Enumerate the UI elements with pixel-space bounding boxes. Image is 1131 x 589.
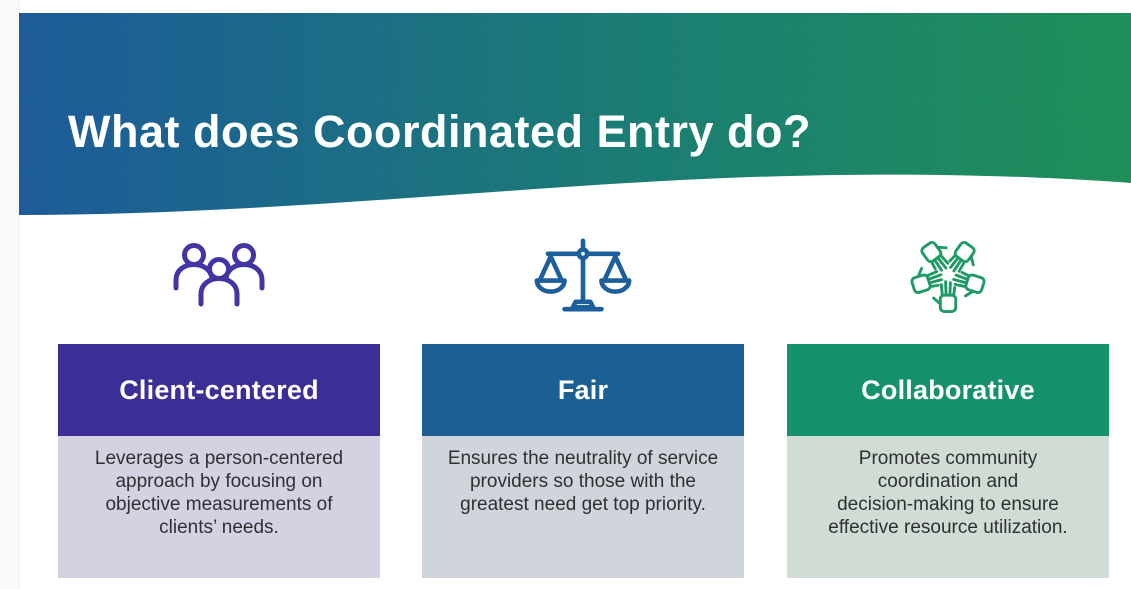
header-banner [19, 13, 1131, 215]
description-line: Ensures the neutrality of service [447, 448, 719, 469]
card-collaborative: Collaborative Promotes community coordin… [787, 344, 1109, 578]
description-line: Promotes community [858, 448, 1038, 469]
description-line: approach by focusing on [115, 471, 323, 492]
description-line: providers so those with the [469, 471, 696, 492]
banner-wave-shape [19, 13, 1131, 215]
description-line: Leverages a person-centered [94, 448, 344, 469]
icon-fair [422, 233, 744, 317]
page-title: What does Coordinated Entry do? [68, 106, 811, 158]
description-line: coordination and [877, 471, 1019, 492]
people-group-icon [173, 243, 265, 307]
description-line: greatest need get top priority. [460, 494, 706, 515]
description-line: decision-making to ensure [837, 494, 1059, 515]
description-line: objective measurements of [105, 494, 333, 515]
icon-client-centered [58, 233, 380, 317]
card-description: Promotes community coordination and deci… [787, 436, 1109, 578]
card-description: Ensures the neutrality of service provid… [422, 436, 744, 578]
collaboration-hands-icon [910, 241, 986, 313]
card-description: Leverages a person-centered approach by … [58, 436, 380, 578]
description-line: effective resource utilization. [828, 517, 1068, 538]
card-fair: Fair Ensures the neutrality of service p… [422, 344, 744, 578]
card-client-centered: Client-centered Leverages a person-cente… [58, 344, 380, 578]
icon-collaborative [787, 233, 1109, 317]
page-left-gutter [0, 0, 20, 589]
card-title: Collaborative [787, 344, 1109, 436]
card-title: Fair [422, 344, 744, 436]
scales-of-justice-icon [534, 238, 632, 312]
description-line: clients’ needs. [159, 517, 279, 538]
card-title: Client-centered [58, 344, 380, 436]
